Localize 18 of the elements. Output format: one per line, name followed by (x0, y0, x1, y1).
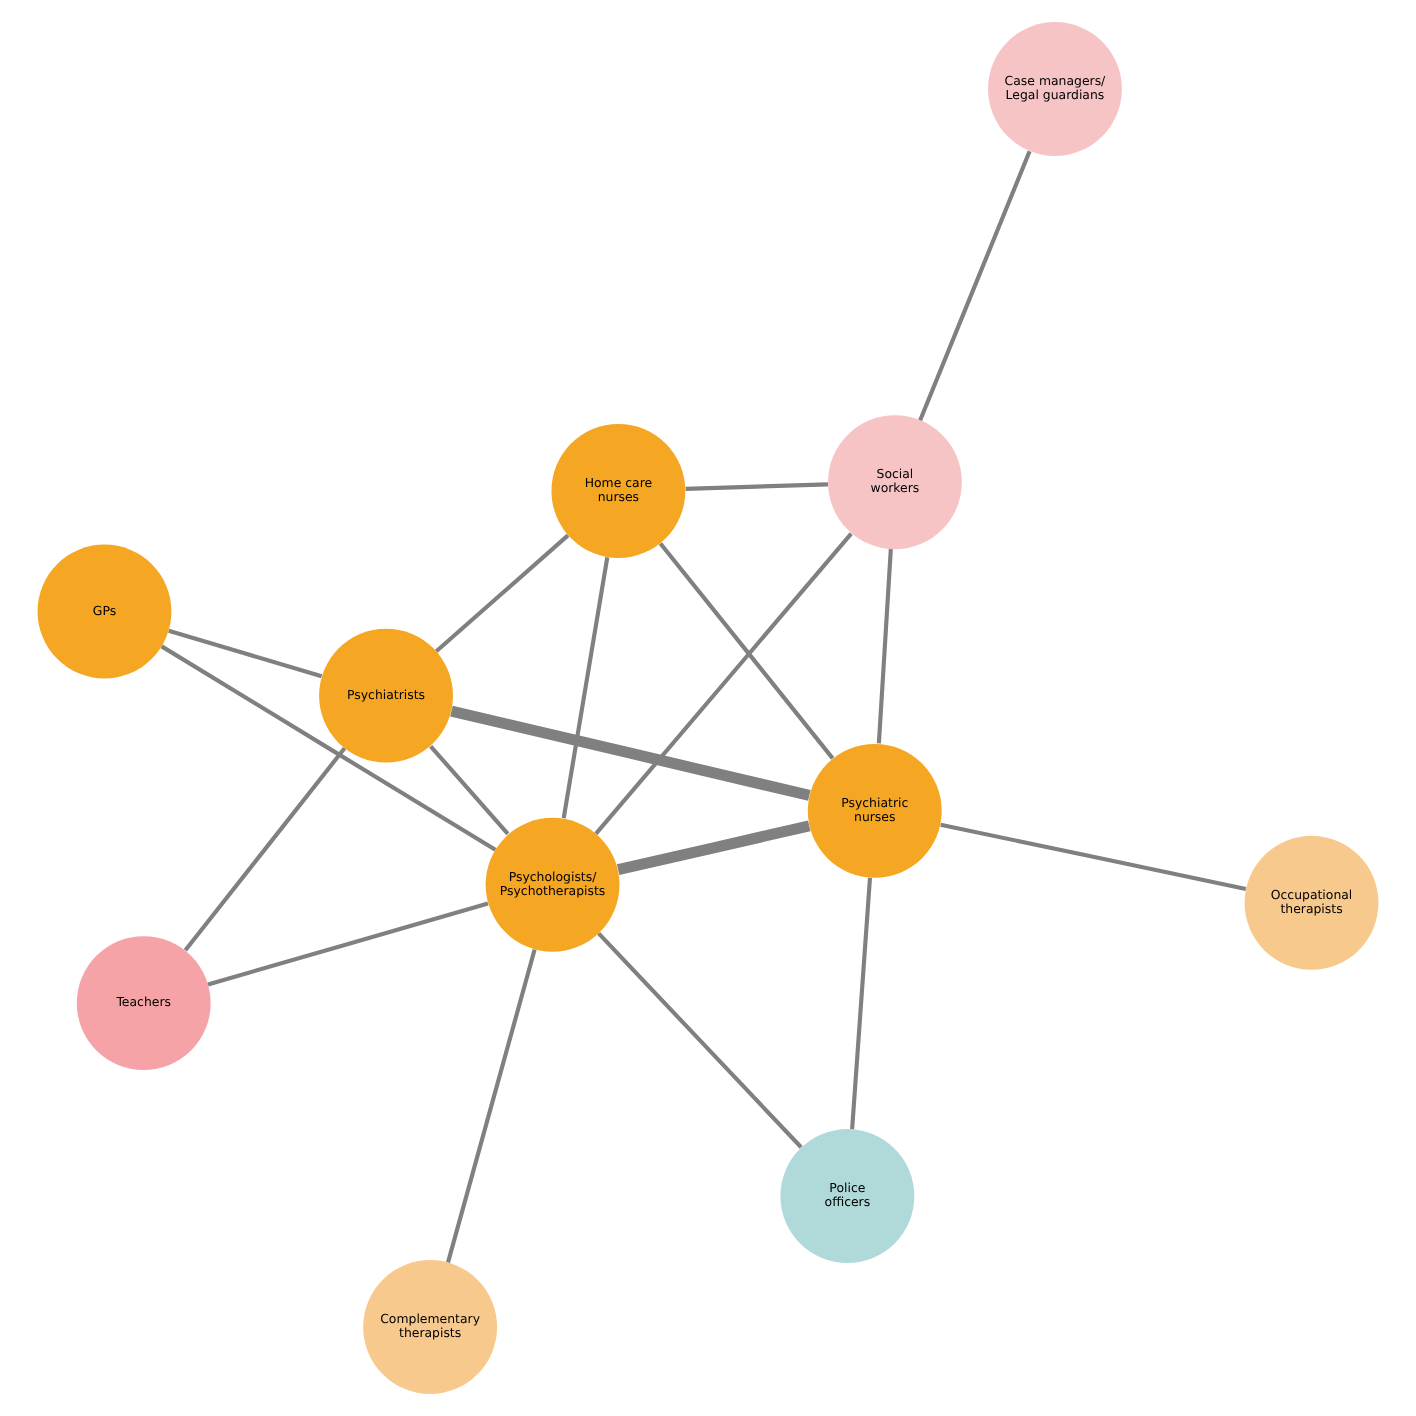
connector (597, 931, 803, 1149)
connector (616, 820, 811, 876)
connector (435, 533, 570, 653)
connector (450, 705, 811, 801)
connector (685, 482, 829, 491)
connector (207, 901, 489, 987)
connector (918, 150, 1032, 421)
connector (658, 542, 835, 760)
connector (183, 747, 347, 952)
connector (429, 744, 510, 836)
connector (876, 549, 893, 744)
connector (446, 948, 537, 1263)
connector (168, 628, 323, 679)
connector (594, 532, 853, 835)
connector (160, 644, 497, 852)
connector (850, 877, 873, 1130)
connector (940, 822, 1247, 891)
connector (561, 556, 610, 819)
